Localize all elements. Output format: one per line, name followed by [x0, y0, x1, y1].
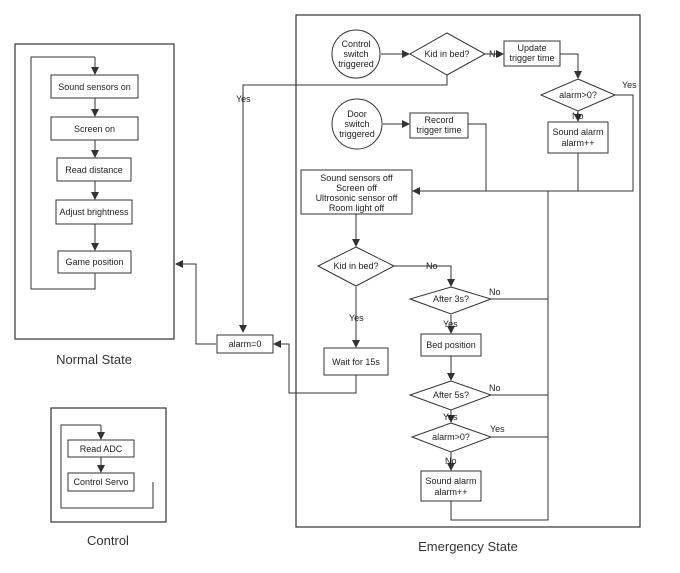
edge-update-alarm-top: [560, 53, 582, 79]
after-5s-label: After 5s?: [433, 390, 469, 400]
after-3s-decision: After 3s?: [408, 286, 493, 315]
read-adc-label: Read ADC: [80, 444, 123, 454]
control-switch-line-1: Control: [341, 39, 370, 49]
control-frame: [50, 407, 167, 523]
alarm-reset-box: alarm=0: [216, 334, 274, 354]
sound-alarm-bottom-line-2: alarm++: [434, 487, 467, 497]
control-servo-label: Control Servo: [73, 477, 128, 487]
edge-labels: No Yes Yes No No Yes No Yes No Yes Yes N…: [236, 49, 637, 466]
door-switch-line-3: triggered: [339, 129, 375, 139]
alarm-reset-label: alarm=0: [229, 339, 262, 349]
label-alarm-top-no: No: [572, 111, 584, 121]
update-trigger-line-1: Update: [517, 43, 546, 53]
emergency-connectors: [175, 50, 634, 521]
kid-in-bed-top-decision: Kid in bed?: [408, 32, 487, 76]
control-loop-back-line: [60, 424, 154, 509]
game-position-label: Game position: [65, 257, 123, 267]
label-kid-main-yes: Yes: [349, 313, 364, 323]
record-trigger-line-1: Record: [424, 115, 453, 125]
edge-kid-main-no: [394, 265, 455, 287]
control-switch-triggered-node: Control switch triggered: [331, 29, 381, 79]
edge-wait-alarm0: [273, 340, 357, 394]
normal-state-loop: Sound sensors on Screen on Read distance…: [30, 56, 139, 290]
adjust-brightness-label: Adjust brightness: [59, 207, 129, 217]
normal-loop-back-line: [30, 56, 96, 290]
label-alarm-bottom-yes: Yes: [490, 424, 505, 434]
normal-state-caption: Normal State: [56, 352, 132, 367]
sound-alarm-bottom-box: Sound alarm alarm++: [420, 470, 482, 502]
all-off-line-3: Ultrosonic sensor off: [316, 193, 398, 203]
screen-on-box: Screen on: [50, 116, 139, 141]
after-5s-decision: After 5s?: [408, 380, 493, 411]
record-trigger-time-box: Record trigger time: [409, 112, 469, 139]
alarm-check-top-label: alarm>0?: [559, 90, 597, 100]
wait-15s-label: Wait for 15s: [332, 357, 380, 367]
label-alarm-bottom-no: No: [445, 456, 457, 466]
normal-state-frame: [14, 43, 175, 340]
label-kid-main-no: No: [426, 261, 438, 271]
sound-alarm-top-line-2: alarm++: [561, 138, 594, 148]
all-off-line-4: Room light off: [329, 203, 385, 213]
wait-15s-box: Wait for 15s: [323, 347, 389, 376]
edge-record-join: [468, 123, 487, 191]
game-position-box: Game position: [57, 250, 132, 274]
control-caption: Control: [87, 533, 129, 548]
label-after3-yes: Yes: [443, 319, 458, 329]
label-kid-top-no: No: [489, 49, 501, 59]
edge-kid-top-yes-alarm0: [239, 75, 448, 333]
label-after5-no: No: [489, 383, 501, 393]
sound-sensors-on-label: Sound sensors on: [58, 82, 131, 92]
door-switch-line-2: switch: [344, 119, 369, 129]
sound-sensors-on-box: Sound sensors on: [50, 74, 139, 99]
kid-in-bed-main-label: Kid in bed?: [333, 261, 378, 271]
edge-alarm0-normal: [175, 260, 216, 345]
all-off-line-1: Sound sensors off: [320, 173, 393, 183]
label-after3-no: No: [489, 287, 501, 297]
control-switch-line-2: switch: [343, 49, 368, 59]
sound-alarm-bottom-line-1: Sound alarm: [425, 476, 476, 486]
label-after5-yes: Yes: [443, 412, 458, 422]
bed-position-label: Bed position: [426, 340, 476, 350]
kid-in-bed-main-decision: Kid in bed?: [316, 246, 396, 287]
control-servo-box: Control Servo: [67, 472, 135, 492]
read-adc-box: Read ADC: [67, 439, 135, 458]
control-loop: Read ADC Control Servo: [60, 424, 154, 509]
update-trigger-time-box: Update trigger time: [503, 40, 561, 67]
all-off-box: Sound sensors off Screen off Ultrosonic …: [300, 169, 413, 215]
emergency-state-caption: Emergency State: [418, 539, 518, 554]
all-off-line-2: Screen off: [336, 183, 377, 193]
emergency-state-frame: [295, 14, 641, 528]
label-alarm-top-yes: Yes: [622, 80, 637, 90]
edge-alarm-top-yes: [548, 94, 634, 192]
door-switch-triggered-node: Door switch triggered: [331, 98, 383, 150]
control-switch-line-3: triggered: [338, 59, 374, 69]
alarm-check-bottom-label: alarm>0?: [432, 432, 470, 442]
update-trigger-line-2: trigger time: [509, 53, 554, 63]
sound-alarm-top-box: Sound alarm alarm++: [547, 121, 609, 154]
read-distance-box: Read distance: [56, 157, 132, 182]
bed-position-box: Bed position: [420, 333, 482, 357]
door-switch-line-1: Door: [347, 109, 367, 119]
alarm-check-top-decision: alarm>0?: [539, 78, 617, 112]
edge-collector-vertical: [450, 191, 549, 521]
record-trigger-line-2: trigger time: [416, 125, 461, 135]
adjust-brightness-box: Adjust brightness: [55, 199, 133, 225]
read-distance-label: Read distance: [65, 165, 123, 175]
sound-alarm-top-line-1: Sound alarm: [552, 127, 603, 137]
label-kid-top-yes: Yes: [236, 94, 251, 104]
screen-on-label: Screen on: [74, 124, 115, 134]
alarm-check-bottom-decision: alarm>0?: [410, 422, 493, 453]
kid-in-bed-top-label: Kid in bed?: [424, 49, 469, 59]
after-3s-label: After 3s?: [433, 294, 469, 304]
